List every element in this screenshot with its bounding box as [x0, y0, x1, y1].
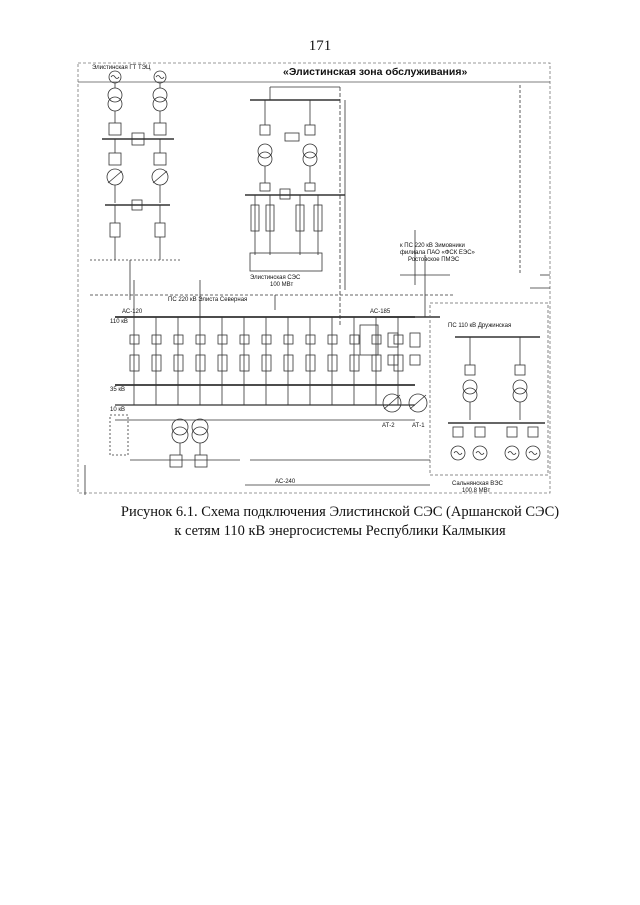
- figure-caption: Рисунок 6.1. Схема подключения Элистинск…: [0, 503, 640, 541]
- label-ac-185: АС-185: [370, 309, 391, 315]
- label-zimovniki: к ПС 220 кВ Зимовники: [400, 243, 465, 249]
- label-at2: АТ-2: [382, 423, 395, 429]
- label-wind: Сальнянская ВЭС: [452, 481, 504, 487]
- wind-block: [429, 302, 549, 476]
- schematic-diagram: Элистинская ГТ ТЭЦ «Элистинская зона обс…: [77, 62, 551, 495]
- label-ac-240: АС-240: [275, 479, 296, 485]
- label-zimovniki-2: филиала ПАО «ФСК ЕЭС»: [400, 250, 476, 256]
- tec-block: [90, 70, 180, 300]
- caption-line-1: Рисунок 6.1. Схема подключения Элистинск…: [120, 504, 560, 520]
- label-bus-110: 110 кВ: [110, 319, 128, 325]
- schematic-figure: Элистинская ГТ ТЭЦ «Элистинская зона обс…: [70, 55, 560, 500]
- ses-block: [245, 86, 345, 272]
- label-wind-power: 100,8 МВт: [462, 488, 490, 494]
- label-ses-power: 100 МВт: [270, 282, 293, 288]
- ps-220-block: [90, 280, 455, 468]
- zone-boundary: [77, 62, 551, 494]
- label-elista-tec: Элистинская ГТ ТЭЦ: [92, 65, 151, 71]
- zone-title: «Элистинская зона обслуживания»: [283, 66, 467, 78]
- label-bus-35: 35 кВ: [110, 387, 125, 393]
- caption-line-2: к сетям 110 кВ энергосистемы Республики …: [174, 523, 506, 539]
- label-ps110-dnr: ПС 110 кВ Дружинская: [448, 323, 511, 329]
- label-ps220: ПС 220 кВ Элиста Северная: [168, 297, 247, 303]
- label-bus-10: 10 кВ: [110, 407, 125, 413]
- at-block: [359, 255, 450, 413]
- label-ac-120: АС-120: [122, 309, 143, 315]
- label-zimovniki-3: Ростовское ПМЭС: [408, 257, 460, 263]
- page-number: 171: [308, 38, 332, 54]
- label-at1: АТ-1: [412, 423, 425, 429]
- label-ses: Элистинская СЭС: [250, 275, 301, 281]
